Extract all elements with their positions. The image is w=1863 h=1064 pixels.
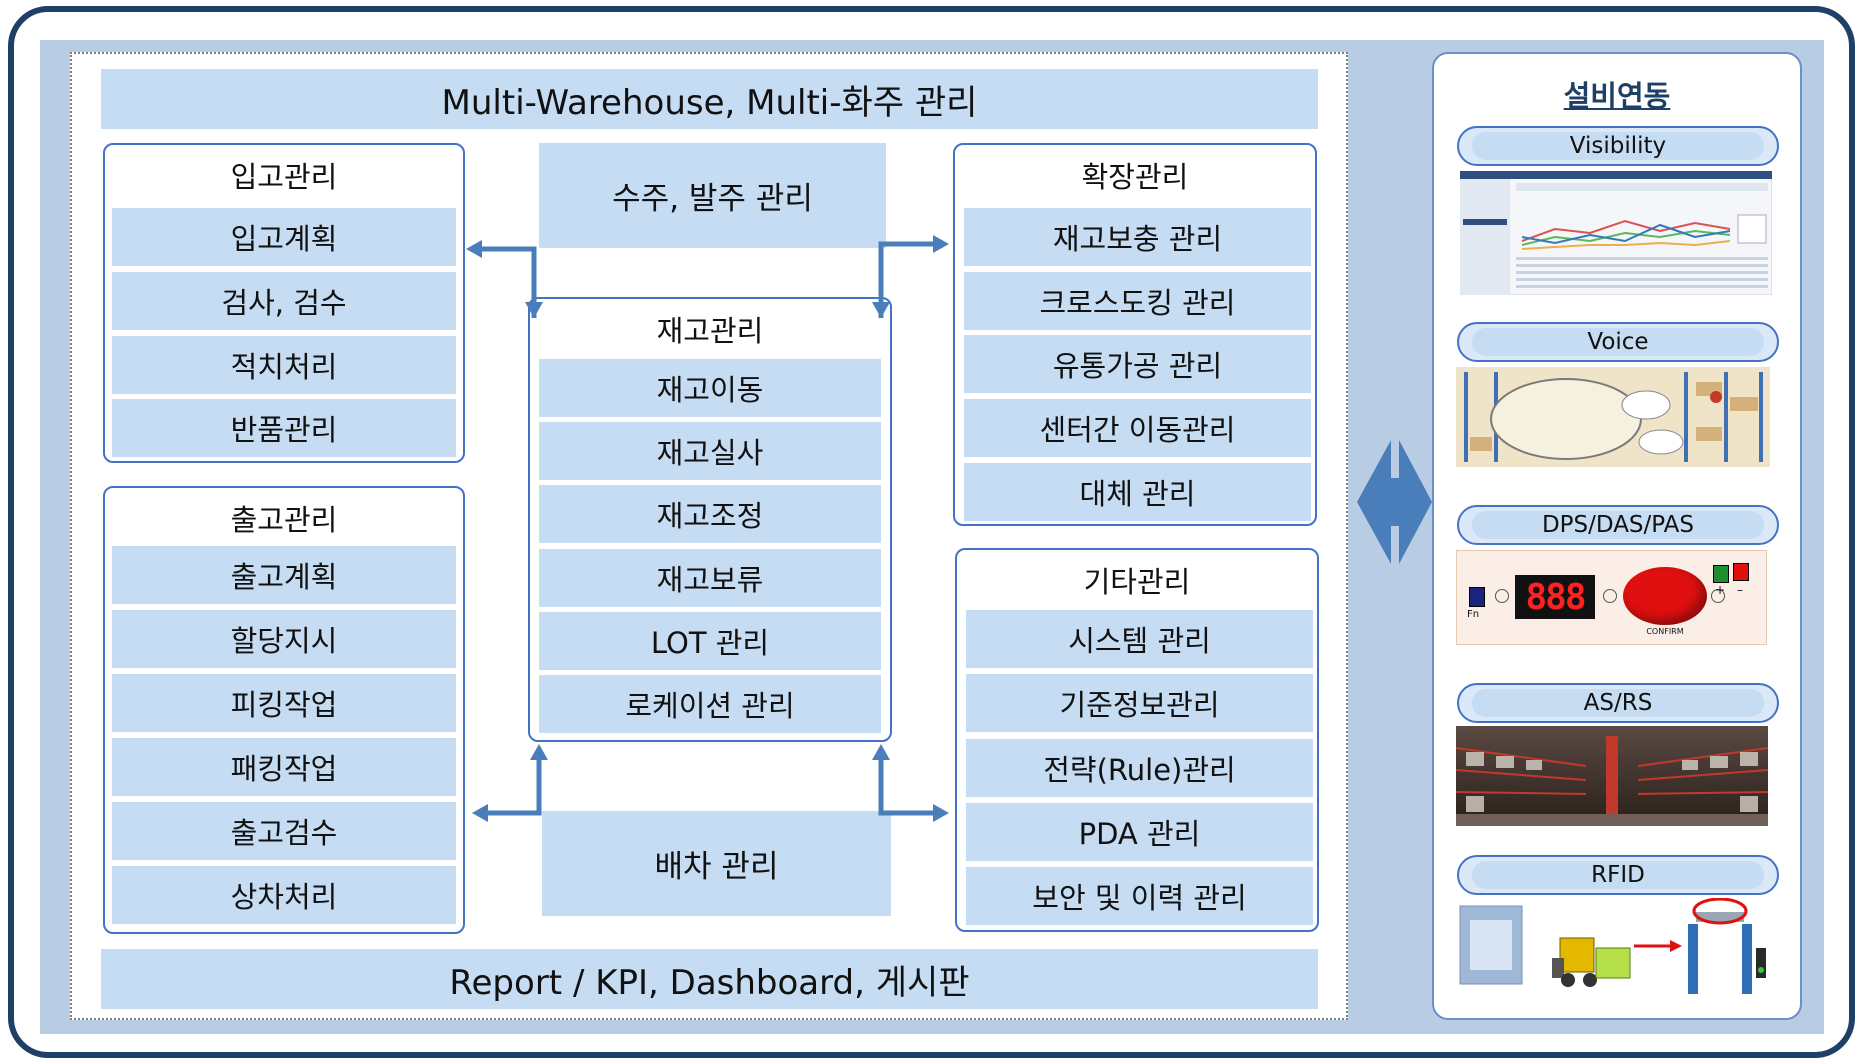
extended-group: 확장관리 재고보충 관리 크로스도킹 관리 유통가공 관리 센터간 이동관리 대… — [953, 143, 1317, 526]
arrowhead — [933, 235, 949, 253]
asrs-label: AS/RS — [1457, 683, 1779, 723]
extended-item: 재고보충 관리 — [964, 208, 1311, 266]
inventory-title: 재고관리 — [656, 314, 764, 348]
other-item: 보안 및 이력 관리 — [966, 867, 1313, 925]
asrs-warehouse-image — [1456, 726, 1768, 826]
inventory-item: 재고실사 — [539, 422, 881, 480]
outbound-item: 피킹작업 — [112, 674, 456, 732]
fn-label: Fn — [1467, 609, 1480, 620]
voice-label: Voice — [1457, 322, 1779, 362]
inbound-item: 검사, 검수 — [112, 272, 456, 330]
rfid-label: RFID — [1457, 855, 1779, 895]
outbound-item: 출고검수 — [112, 802, 456, 860]
other-title: 기타관리 — [1083, 565, 1191, 599]
other-item: 기준정보관리 — [966, 674, 1313, 732]
plus-label: + — [1715, 583, 1726, 597]
arrow-inventory-to-outbound — [484, 750, 542, 816]
dps-label: DPS/DAS/PAS — [1457, 505, 1779, 545]
other-item: PDA 관리 — [966, 803, 1313, 861]
arrowhead — [933, 804, 949, 822]
visibility-label-text: Visibility — [1471, 131, 1765, 161]
outbound-group: 출고관리 출고계획 할당지시 피킹작업 패킹작업 출고검수 상차처리 — [103, 486, 465, 934]
asrs-label-text: AS/RS — [1471, 688, 1765, 718]
double-arrow-icon — [1357, 440, 1432, 564]
extended-item: 대체 관리 — [964, 463, 1311, 521]
inbound-item: 입고계획 — [112, 208, 456, 266]
arrowhead — [872, 302, 890, 318]
dps-indicator-icon — [1711, 589, 1725, 603]
outbound-item: 할당지시 — [112, 610, 456, 668]
arrowhead — [525, 302, 543, 318]
top-banner: Multi-Warehouse, Multi-화주 관리 — [101, 69, 1318, 129]
confirm-label: CONFIRM — [1646, 627, 1684, 636]
dps-device: Fn 888 CONFIRM + – — [1456, 550, 1767, 645]
inbound-title: 입고관리 — [230, 160, 338, 194]
arrowhead — [530, 744, 548, 760]
extended-item: 센터간 이동관리 — [964, 399, 1311, 457]
arrow-inventory-to-inbound — [478, 246, 537, 318]
order-management-box: 수주, 발주 관리 — [539, 143, 886, 248]
other-item: 시스템 관리 — [966, 610, 1313, 668]
bottom-banner: Report / KPI, Dashboard, 게시판 — [101, 949, 1318, 1009]
plus-button — [1713, 565, 1729, 583]
inventory-group: 재고관리 재고이동 재고실사 재고조정 재고보류 LOT 관리 로케이션 관리 — [528, 297, 892, 742]
arrowhead — [472, 804, 488, 822]
dps-indicator-icon — [1603, 589, 1617, 603]
inventory-item: LOT 관리 — [539, 612, 881, 670]
dps-digit-display: 888 — [1515, 575, 1595, 619]
rfid-label-text: RFID — [1471, 860, 1765, 890]
inventory-item: 재고이동 — [539, 359, 881, 417]
extended-item: 크로스도킹 관리 — [964, 272, 1311, 330]
confirm-button — [1623, 567, 1707, 625]
dps-label-text: DPS/DAS/PAS — [1471, 510, 1765, 540]
extended-item: 유통가공 관리 — [964, 335, 1311, 393]
equipment-title: 설비연동 — [1563, 79, 1671, 113]
fn-button — [1469, 587, 1485, 607]
minus-label: – — [1737, 583, 1743, 597]
visibility-label: Visibility — [1457, 126, 1779, 166]
inventory-item: 로케이션 관리 — [539, 675, 881, 733]
outbound-item: 출고계획 — [112, 546, 456, 604]
inventory-item: 재고조정 — [539, 485, 881, 543]
arrow-inventory-to-extended — [878, 241, 937, 318]
outbound-item: 상차처리 — [112, 866, 456, 924]
inbound-group: 입고관리 입고계획 검사, 검수 적치처리 반품관리 — [103, 143, 465, 463]
inbound-item: 적치처리 — [112, 336, 456, 394]
rfid-image — [1459, 898, 1766, 994]
extended-title: 확장관리 — [1081, 160, 1189, 194]
inbound-item: 반품관리 — [112, 399, 456, 457]
voice-warehouse-image — [1456, 367, 1770, 467]
arrow-inventory-to-other — [878, 750, 937, 816]
arrowhead — [466, 240, 482, 258]
other-group: 기타관리 시스템 관리 기준정보관리 전략(Rule)관리 PDA 관리 보안 … — [955, 548, 1319, 932]
outbound-item: 패킹작업 — [112, 738, 456, 796]
dps-indicator-icon — [1495, 589, 1509, 603]
voice-label-text: Voice — [1471, 327, 1765, 357]
dispatch-box: 배차 관리 — [542, 811, 891, 916]
minus-button — [1733, 563, 1749, 581]
other-item: 전략(Rule)관리 — [966, 739, 1313, 797]
outbound-title: 출고관리 — [230, 503, 338, 537]
arrowhead — [872, 744, 890, 760]
visibility-dashboard-image — [1460, 171, 1772, 295]
inventory-item: 재고보류 — [539, 549, 881, 607]
